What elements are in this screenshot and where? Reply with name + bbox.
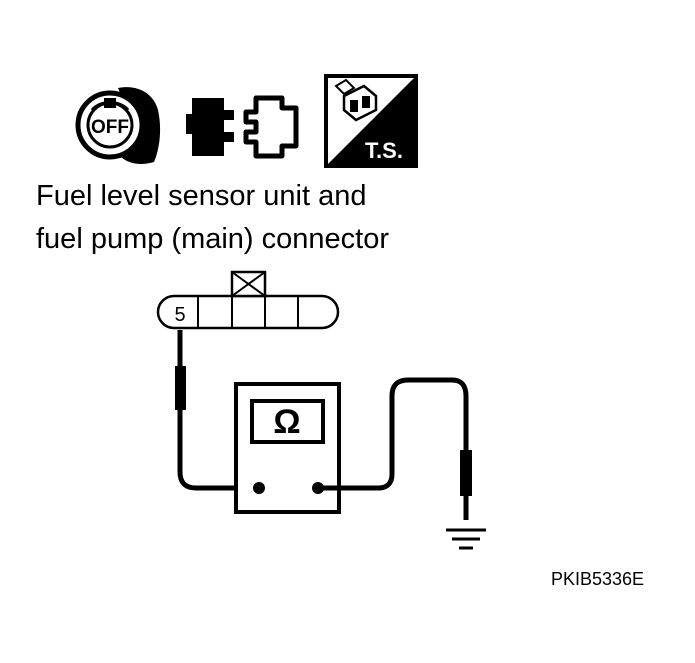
ts-connector-glyph	[334, 78, 378, 122]
terminal-5-label: 5	[174, 304, 185, 326]
figure-code: PKIB5336E	[551, 569, 645, 589]
title-line-1: Fuel level sensor unit and	[36, 180, 367, 212]
ts-icon: T.S.	[324, 74, 418, 168]
icon-row: OFF T.S.	[75, 74, 418, 168]
ohm-symbol: Ω	[273, 403, 300, 441]
right-probe-tip	[460, 450, 472, 496]
ohmmeter-display	[250, 399, 325, 444]
ignition-off-label: OFF	[91, 117, 129, 138]
ignition-key-off-icon: OFF	[75, 87, 161, 164]
right-lead-wire	[318, 377, 469, 520]
ts-label: T.S.	[365, 138, 403, 163]
connector-lock-tab	[230, 270, 267, 298]
meter-terminal-left	[253, 482, 265, 494]
title-line-2: fuel pump (main) connector	[36, 223, 389, 255]
ohmmeter: Ω	[234, 382, 341, 514]
ground-icon	[446, 528, 486, 550]
left-lead-wire	[177, 330, 258, 491]
left-probe-tip	[175, 366, 186, 410]
harness-connector: 5	[156, 270, 340, 330]
disconnect-connector-icon	[186, 95, 299, 159]
